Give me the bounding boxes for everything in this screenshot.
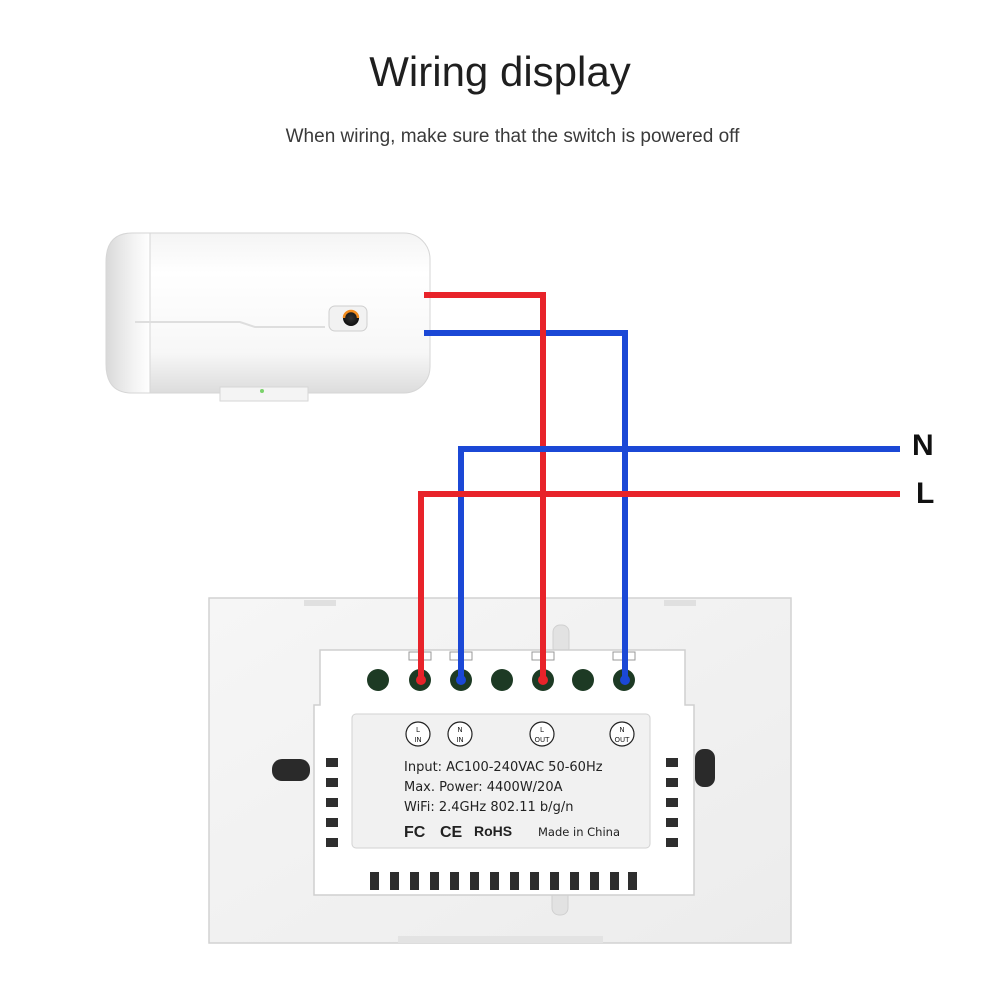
rohs-mark: RoHS: [474, 823, 512, 839]
ce-mark: CE: [440, 824, 463, 841]
spec-input: Input: AC100-240VAC 50-60Hz: [404, 760, 603, 775]
terminal-n-in-bottom: IN: [456, 736, 463, 744]
page-title: Wiring display: [369, 48, 631, 95]
spec-power: Max. Power: 4400W/20A: [404, 780, 563, 795]
l-wire-label: L: [916, 477, 934, 510]
terminal-labels: L IN N IN L OUT N OUT: [405, 721, 635, 747]
terminal-l-out-top: L: [540, 726, 544, 734]
made-in-label: Made in China: [538, 825, 620, 839]
terminal-n-out-bottom: OUT: [615, 736, 631, 744]
housing-vents: [326, 758, 678, 890]
live-wire-supply: [418, 491, 900, 679]
terminal-n-out-top: N: [619, 726, 624, 734]
neutral-wire-load: [424, 330, 628, 679]
spec-wifi: WiFi: 2.4GHz 802.11 b/g/n: [404, 800, 573, 815]
terminal-l-in-bottom: IN: [414, 736, 421, 744]
smart-switch: [208, 597, 792, 944]
spec-label: Input: AC100-240VAC 50-60Hz Max. Power: …: [404, 760, 620, 841]
neutral-wire-supply: [458, 446, 900, 679]
thermostat-dial-icon: [342, 309, 360, 326]
n-wire-label: N: [912, 429, 934, 462]
live-wire-load: [424, 292, 546, 679]
fc-mark: FC: [404, 824, 426, 841]
terminal-l-in-top: L: [416, 726, 420, 734]
water-heater: [105, 232, 431, 402]
terminal-l-out-bottom: OUT: [535, 736, 551, 744]
wire-ends: [416, 675, 630, 685]
wires: [418, 292, 900, 679]
terminal-n-in-top: N: [457, 726, 462, 734]
page-subtitle: When wiring, make sure that the switch i…: [285, 126, 740, 147]
